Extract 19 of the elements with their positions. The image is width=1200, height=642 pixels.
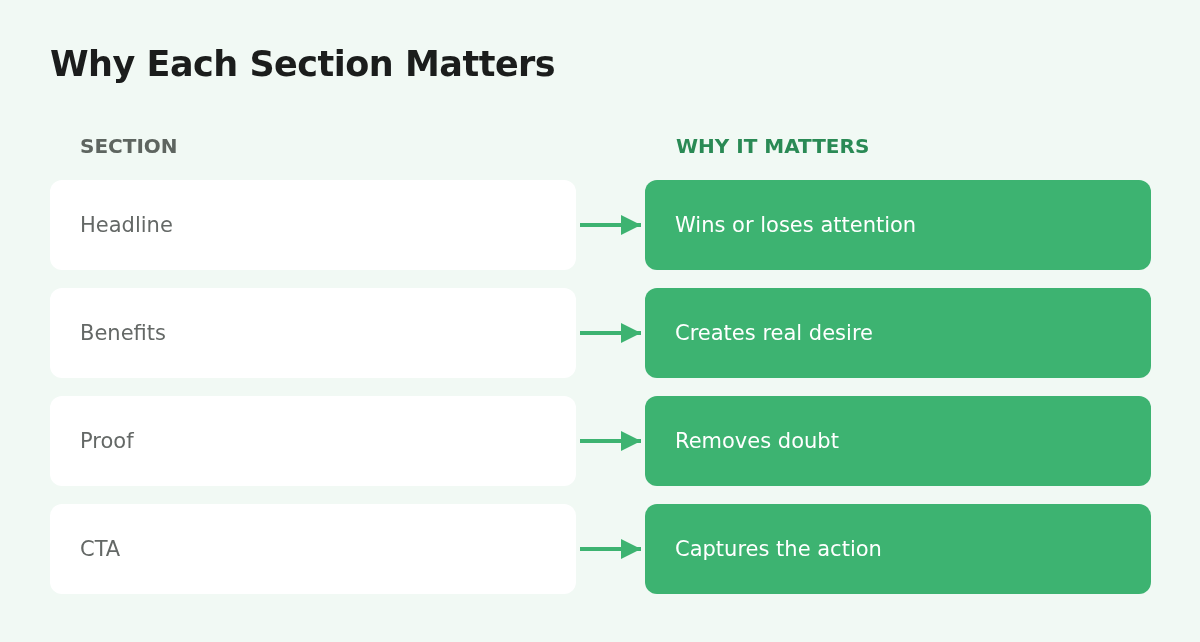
outcome-card bbox=[645, 288, 1151, 378]
card-text: Removes doubt bbox=[675, 427, 839, 455]
title: Why Each Section Matters bbox=[50, 44, 556, 84]
arrow bbox=[580, 215, 641, 235]
card-text: Creates real desire bbox=[675, 319, 873, 347]
outcome-card bbox=[645, 396, 1151, 486]
outcome-card bbox=[645, 504, 1151, 594]
arrow bbox=[580, 431, 641, 451]
arrow bbox=[580, 539, 641, 559]
card-text: CTA bbox=[80, 535, 121, 563]
column-header: WHY IT MATTERS bbox=[676, 134, 870, 158]
card-text: Captures the action bbox=[675, 535, 882, 563]
card-text: Headline bbox=[80, 211, 173, 239]
card-text: Proof bbox=[80, 427, 134, 455]
column-header: SECTION bbox=[80, 134, 178, 158]
outcome-card bbox=[645, 180, 1151, 270]
arrow bbox=[580, 323, 641, 343]
card-text: Benefits bbox=[80, 319, 166, 347]
card-text: Wins or loses attention bbox=[675, 211, 917, 239]
